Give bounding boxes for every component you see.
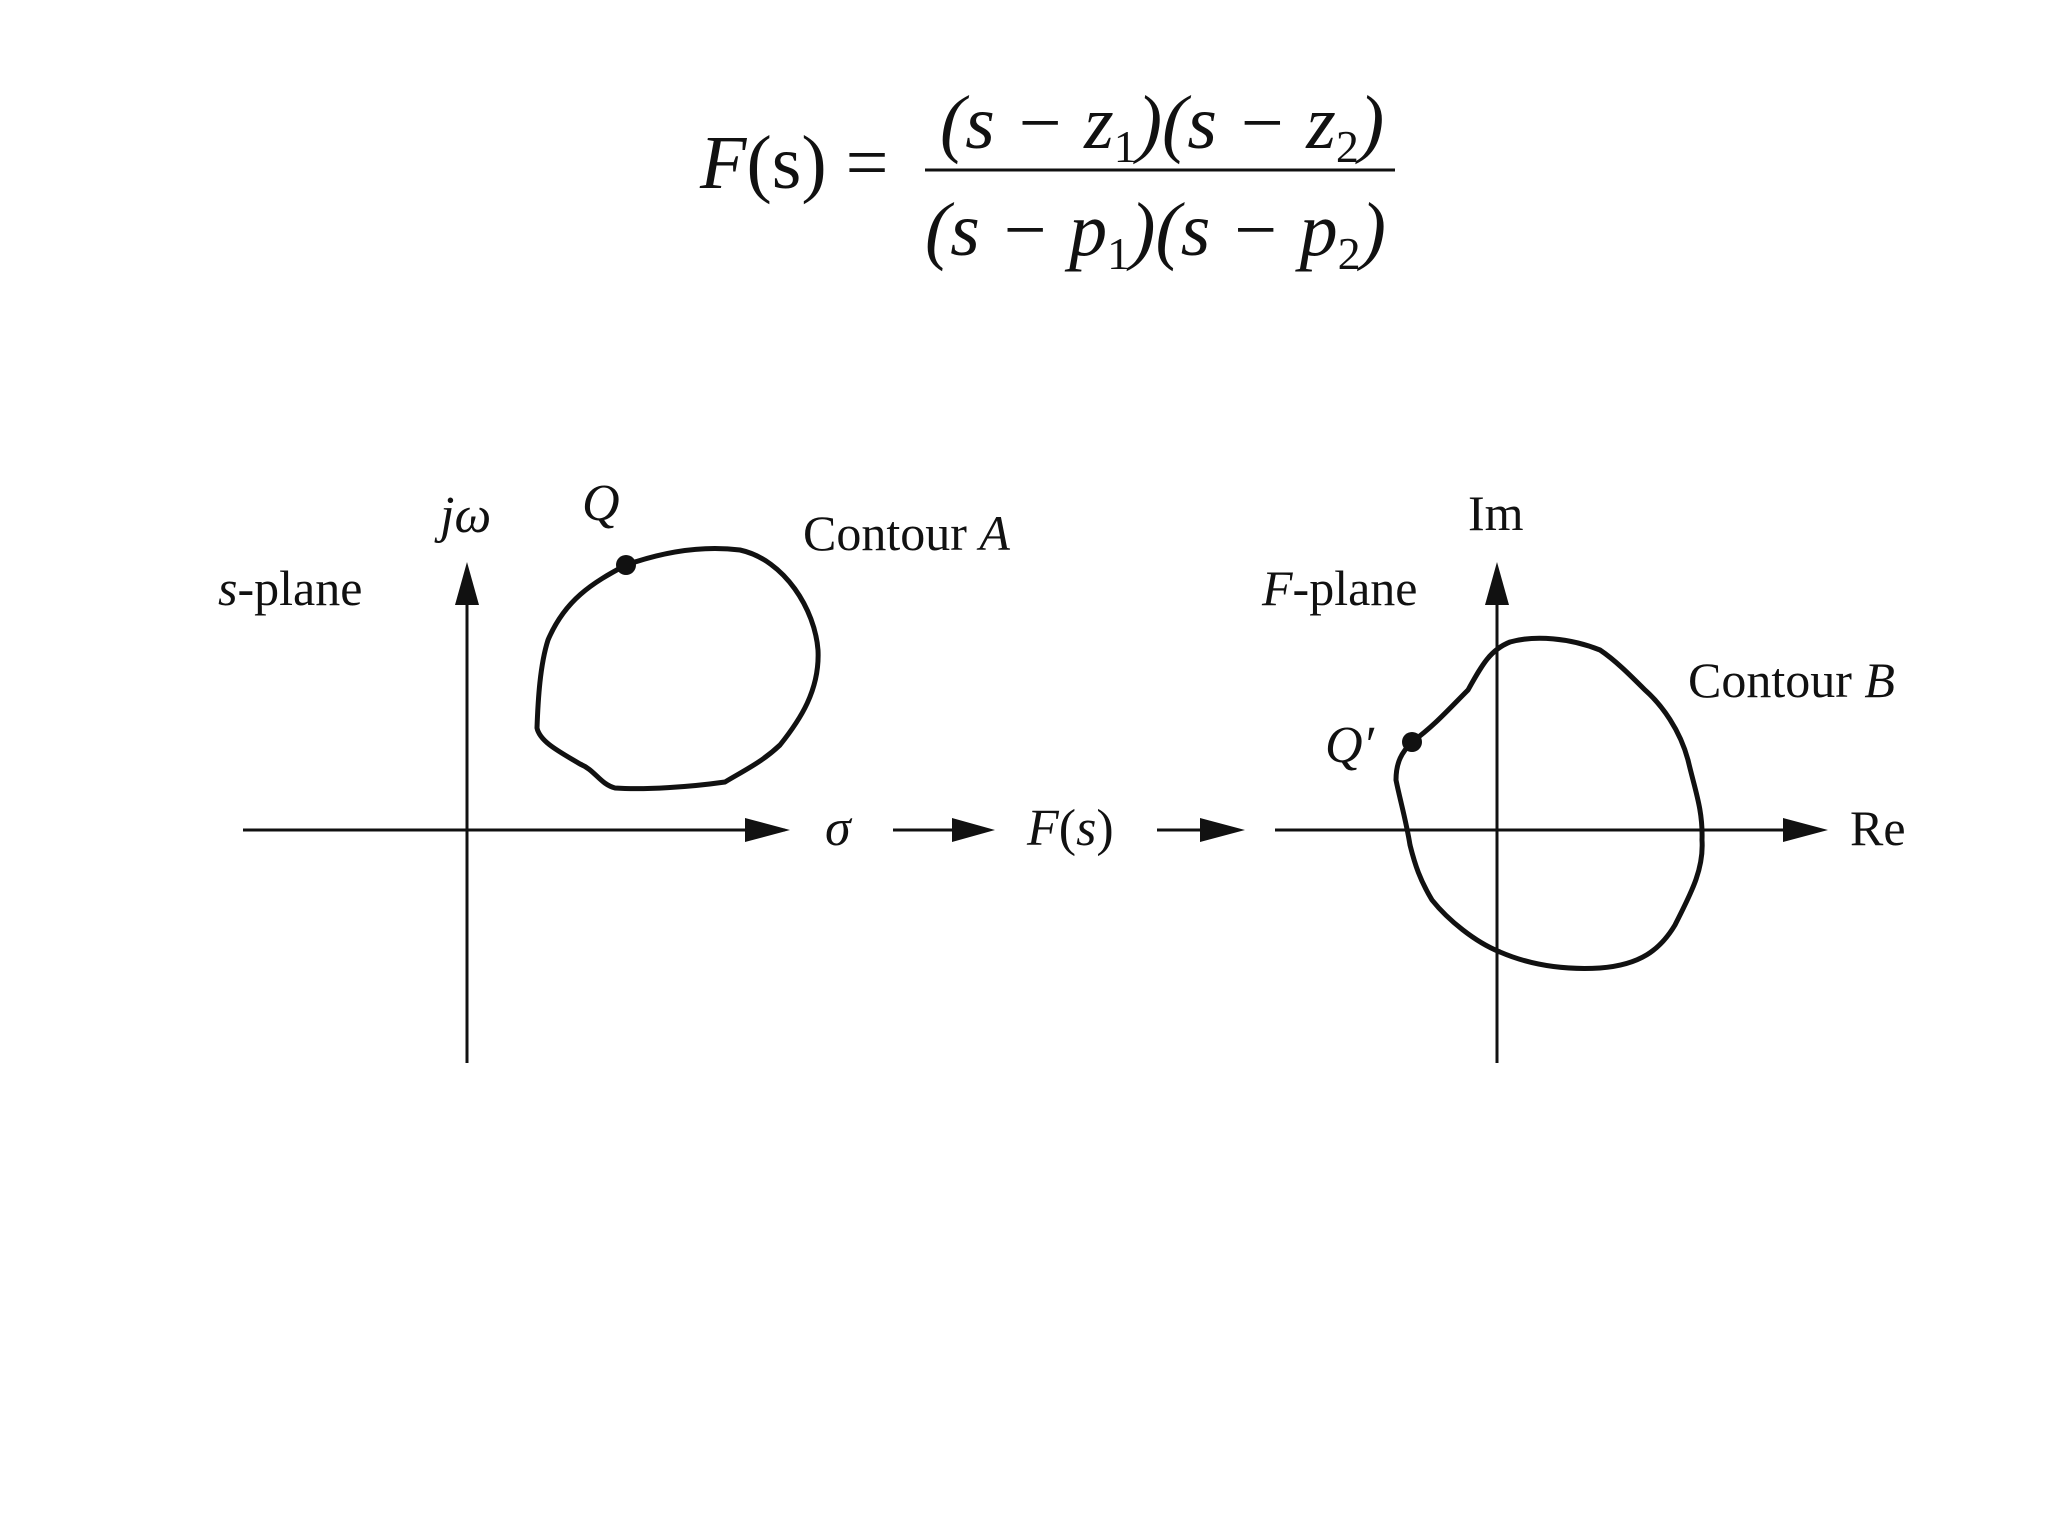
sigma-axis-label: σ	[825, 800, 853, 857]
s-plane: s-plane jω σ Q Contour A	[218, 475, 1010, 1063]
equation-denominator: (s − p1)(s − p2)	[925, 188, 1386, 279]
point-q-label: Q	[582, 475, 620, 532]
mapping-arrow-1-head	[952, 818, 995, 842]
s-plane-label: s-plane	[218, 560, 362, 616]
contour-a-label: Contour A	[803, 505, 1010, 561]
jw-axis-label: jω	[434, 487, 491, 544]
mapping-arrows: F(s)	[893, 800, 1245, 857]
point-q-prime	[1402, 732, 1422, 752]
equation-numerator: (s − z1)(s − z2)	[940, 81, 1384, 172]
f-plane: Im Re F-plane Q′ Contour B	[1261, 485, 1906, 1063]
transfer-function-equation: F(s) = (s − z1)(s − z2) (s − p1)(s − p2)	[699, 81, 1395, 279]
mapping-arrow-2-head	[1200, 818, 1245, 842]
point-q-prime-label: Q′	[1325, 717, 1376, 774]
f-plane-label: F-plane	[1261, 560, 1417, 616]
contour-b	[1393, 635, 1705, 971]
point-q	[616, 555, 636, 575]
im-axis-arrowhead	[1485, 562, 1509, 605]
sigma-axis-arrowhead	[745, 818, 790, 842]
jw-axis-arrowhead	[455, 562, 479, 605]
mapping-function-label: F(s)	[1026, 800, 1114, 857]
contour-b-label: Contour B	[1688, 652, 1895, 708]
equation-lhs: F(s) =	[699, 121, 889, 205]
im-axis-label: Im	[1468, 485, 1524, 541]
re-axis-label: Re	[1850, 800, 1906, 856]
re-axis-arrowhead	[1783, 818, 1828, 842]
equation-lhs-arg: (s) =	[746, 121, 888, 205]
contour-a	[534, 546, 821, 792]
